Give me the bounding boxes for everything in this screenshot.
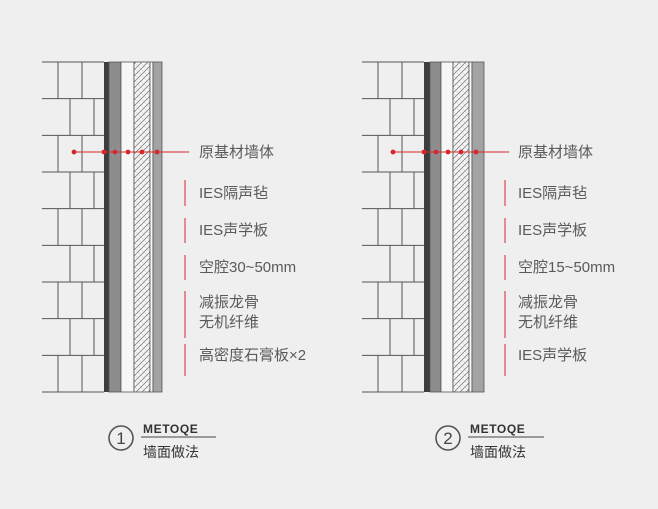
brick-wall [362, 61, 424, 393]
label-cavity: 空腔30~50mm [199, 259, 296, 276]
leader-dot [101, 149, 107, 155]
label-cavity: 空腔15~50mm [518, 259, 615, 276]
label-inorganic-fiber: 无机纤维 [518, 314, 578, 331]
leader-dot [445, 149, 451, 155]
layer-sound-felt [424, 62, 430, 392]
brick-wall [42, 61, 104, 393]
label-acoustic-board: IES声学板 [199, 221, 268, 239]
diagram-number: 1 [116, 429, 125, 448]
label-inorganic-fiber: 无机纤维 [199, 314, 259, 331]
layer-gypsum-board [152, 61, 163, 393]
layer-damping-keel-fiber [133, 61, 151, 393]
leader-dot [71, 149, 77, 155]
label-base-wall: 原基材墙体 [518, 144, 593, 161]
number-circle [435, 425, 461, 451]
label-sound-felt: IES隔声毡 [199, 184, 268, 202]
layer-sound-felt [104, 62, 109, 392]
leader-lines-2 [390, 149, 509, 376]
leader-dot [433, 149, 439, 155]
layer-cavity [120, 61, 135, 393]
layer-labels-1: 原基材墙体 IES隔声毡 IES声学板 空腔30~50mm 减振龙骨 无机纤维 … [199, 144, 306, 364]
leader-lines-1 [71, 149, 189, 376]
leader-dot [390, 149, 396, 155]
label-gypsum-board: 高密度石膏板×2 [199, 346, 306, 364]
leader-dot [154, 149, 160, 155]
diagram-number: 2 [443, 429, 452, 448]
label-acoustic-board-outer: IES声学板 [518, 346, 587, 364]
label-base-wall: 原基材墙体 [199, 144, 274, 161]
wall-section-1: 原基材墙体 IES隔声毡 IES声学板 空腔30~50mm 减振龙骨 无机纤维 … [42, 61, 306, 460]
wall-section-2: 原基材墙体 IES隔声毡 IES声学板 空腔15~50mm 减振龙骨 无机纤维 … [362, 61, 615, 460]
label-damping-keel: 减振龙骨 [518, 294, 578, 311]
layer-cavity [440, 61, 454, 393]
leader-dot [421, 149, 427, 155]
leader-dot [139, 149, 145, 155]
caption-title: 墙面做法 [143, 444, 199, 460]
label-damping-keel: 减振龙骨 [199, 294, 259, 311]
caption-1: 1 METOQE 墙面做法 [108, 422, 216, 460]
layer-damping-keel-fiber [452, 61, 470, 393]
brand-name: METOQE [470, 422, 525, 436]
label-acoustic-board: IES声学板 [518, 221, 587, 239]
leader-dot [112, 149, 118, 155]
leader-dot [458, 149, 464, 155]
caption-2: 2 METOQE 墙面做法 [435, 422, 544, 460]
leader-dot [125, 149, 131, 155]
layer-gap [149, 61, 154, 393]
label-sound-felt: IES隔声毡 [518, 184, 587, 202]
caption-title: 墙面做法 [470, 444, 526, 460]
layer-acoustic-board [108, 61, 122, 393]
layer-gap [468, 61, 473, 393]
leader-dot [473, 149, 479, 155]
brand-name: METOQE [143, 422, 198, 436]
layer-acoustic-board [429, 61, 442, 393]
number-circle [108, 425, 134, 451]
layer-labels-2: 原基材墙体 IES隔声毡 IES声学板 空腔15~50mm 减振龙骨 无机纤维 … [518, 144, 615, 364]
layer-acoustic-board-outer [471, 61, 485, 393]
